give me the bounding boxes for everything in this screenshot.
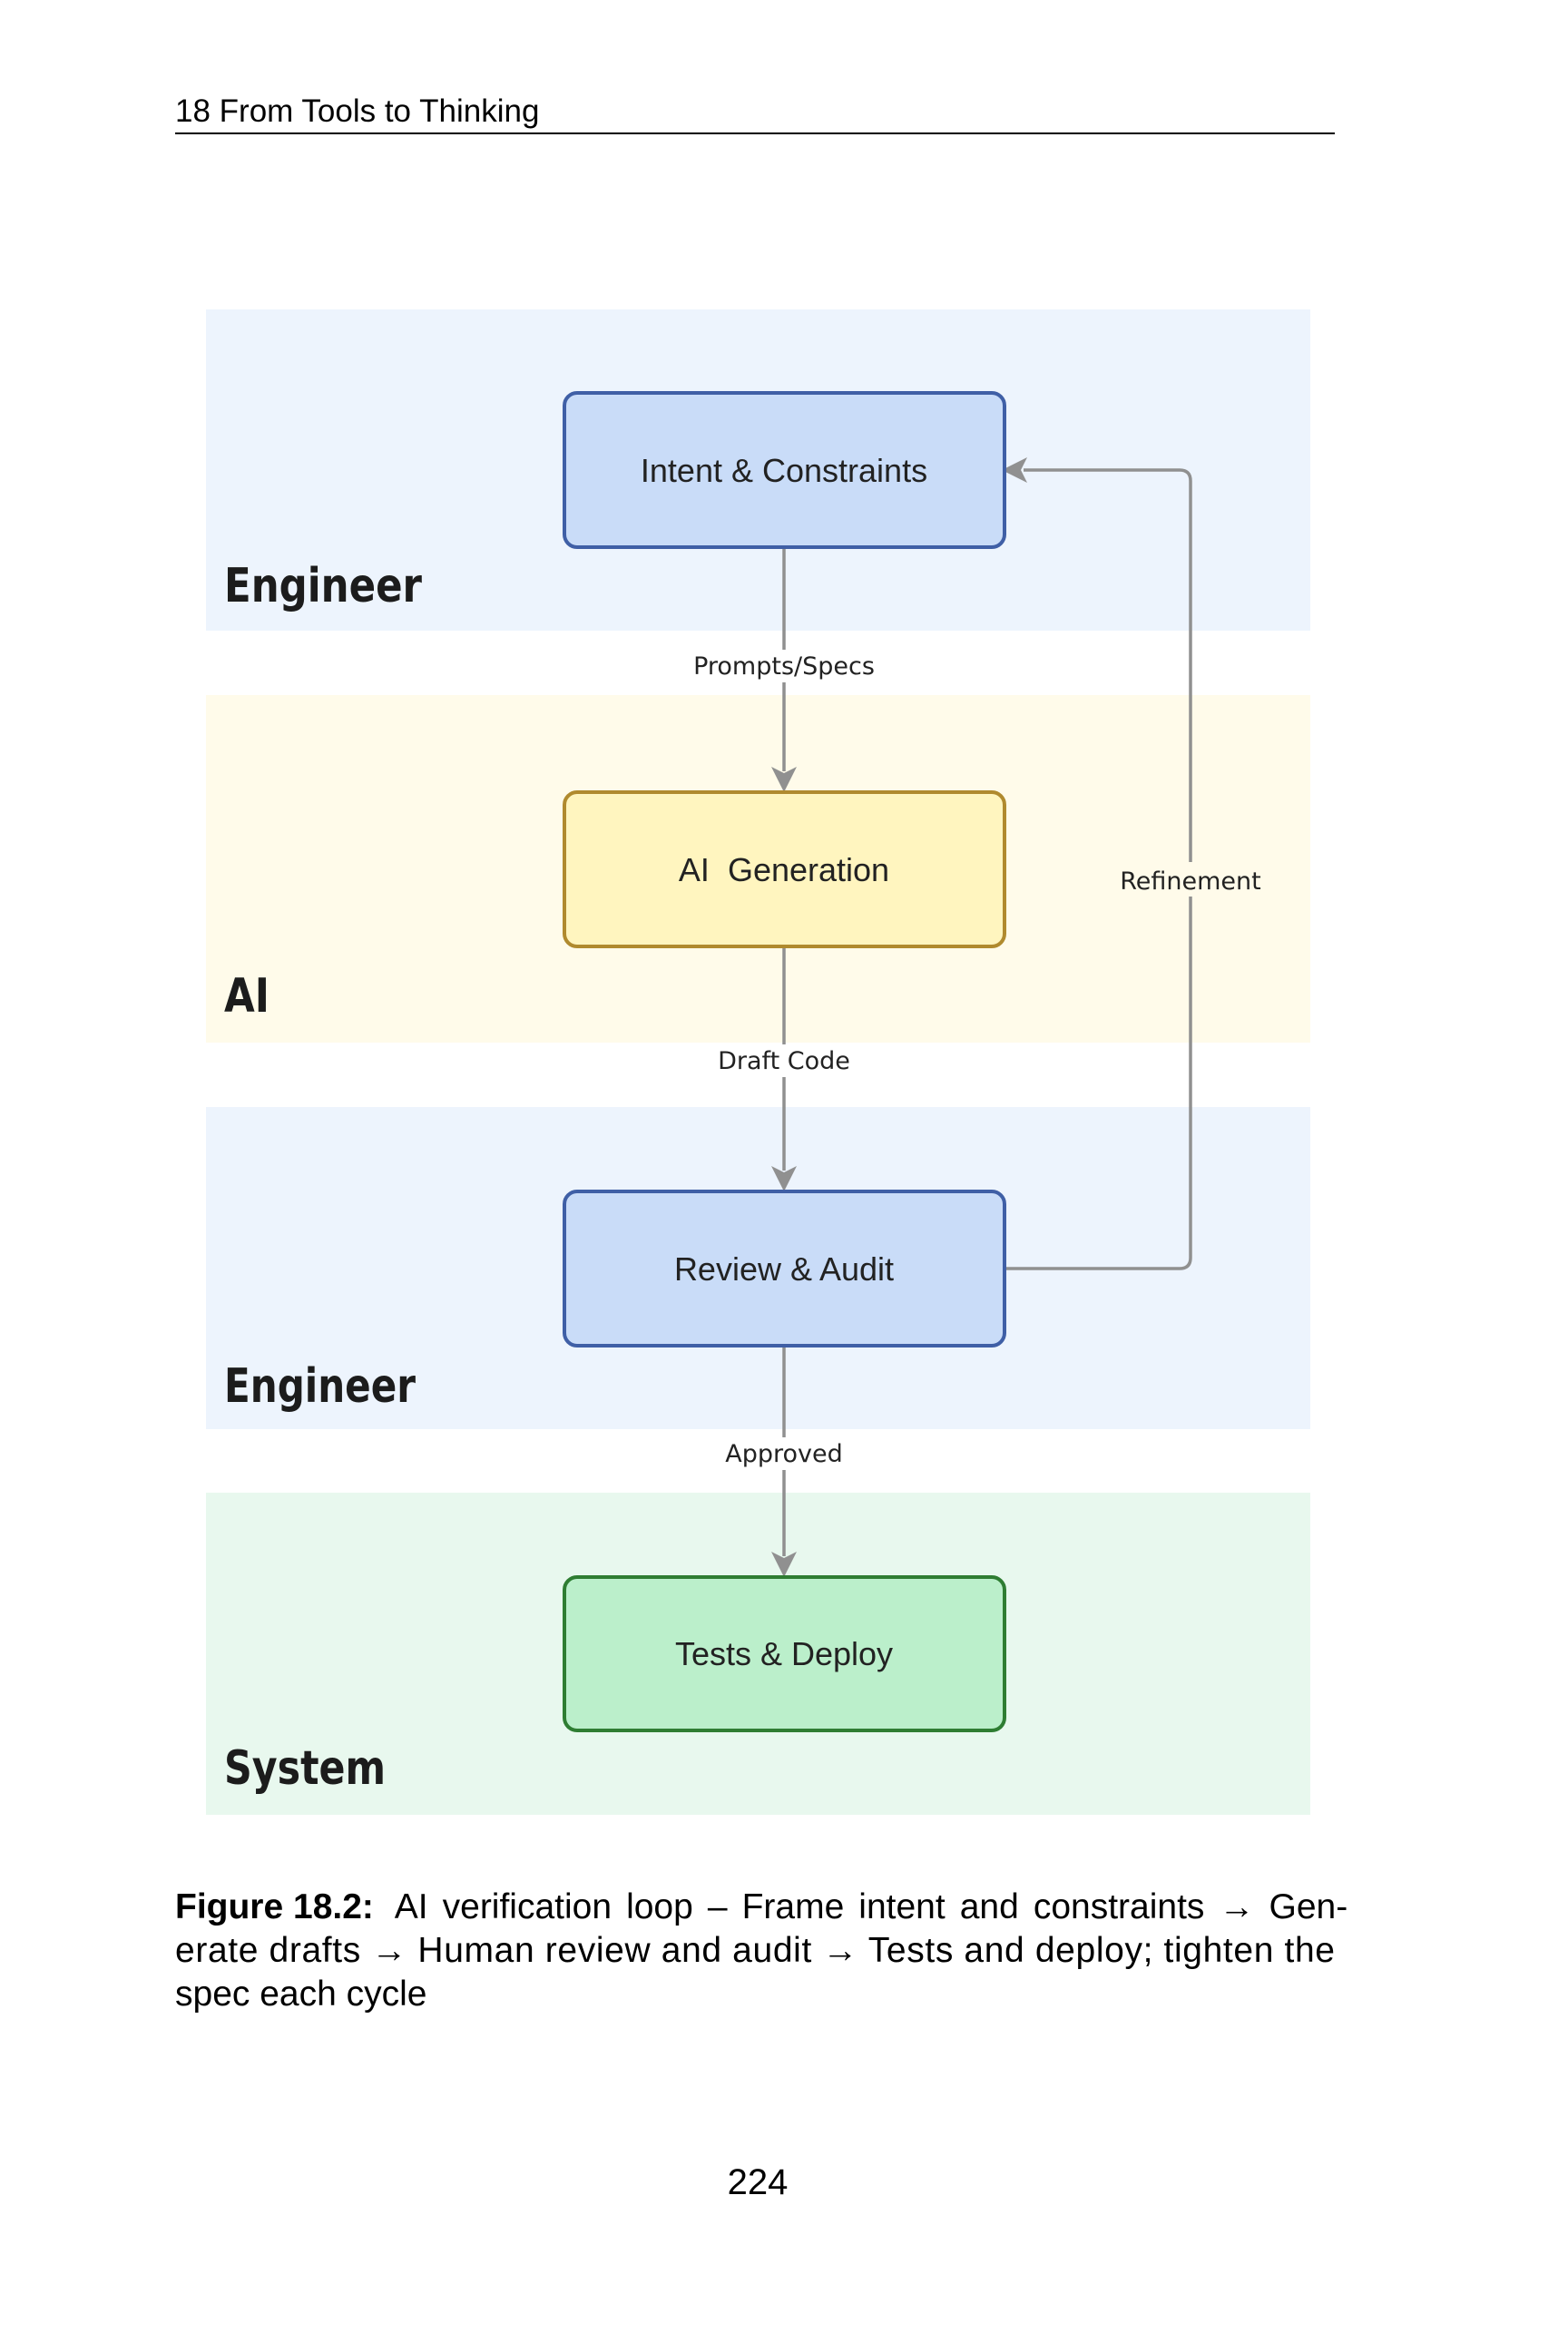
page-number: 224 xyxy=(728,2162,789,2202)
node-border xyxy=(563,1190,1006,1348)
node-tests-deploy: Tests & Deploy xyxy=(563,1575,1006,1732)
node-intent-constraints: Intent & Constraints xyxy=(563,391,1006,549)
node-border xyxy=(563,790,1006,948)
figure-caption: Figure 18.2: AI verification loop – Fram… xyxy=(175,1887,1348,2014)
lane-label-engineer: Engineer xyxy=(224,559,422,613)
edge-label-bg xyxy=(685,650,883,682)
figure-diagram: Engineer AI Engineer System Prompts/Spec… xyxy=(206,309,1310,1815)
node-border xyxy=(563,391,1006,549)
node-box xyxy=(564,1577,1004,1730)
arrowhead-down-icon xyxy=(771,767,797,792)
node-label: Review & Audit xyxy=(674,1250,894,1288)
edge-label-draft-code: Draft Code xyxy=(718,1047,850,1075)
arrowhead-down-icon xyxy=(771,1166,797,1191)
node-box xyxy=(564,393,1004,547)
lane-label-system: System xyxy=(224,1741,386,1796)
arrowhead-down-icon xyxy=(771,1552,797,1577)
node-box xyxy=(564,1191,1004,1346)
node-label: Intent & Constraints xyxy=(641,452,927,489)
edge-label-prompts-specs: Prompts/Specs xyxy=(693,652,875,681)
caption-label: Figure 18.2: xyxy=(175,1887,374,1926)
node-label: Tests & Deploy xyxy=(675,1635,893,1672)
edge-label-bg xyxy=(1114,862,1267,897)
node-label: AI Generation xyxy=(679,851,889,888)
node-review-audit: Review & Audit xyxy=(563,1190,1006,1348)
caption-line-2: erate drafts → Human review and audit → … xyxy=(175,1931,1335,1970)
edge-label-refinement: Refinement xyxy=(1120,867,1261,896)
caption-line-1: Figure 18.2: AI verification loop – Fram… xyxy=(175,1887,1348,1926)
lane-label-engineer: Engineer xyxy=(224,1359,416,1414)
caption-line-3: spec each cycle xyxy=(175,1975,426,2014)
edge-label-bg xyxy=(708,1044,860,1077)
edge-label-approved: Approved xyxy=(725,1440,843,1468)
node-ai-generation: AI Generation xyxy=(563,790,1006,948)
caption-text: AI verification loop – Frame intent and … xyxy=(395,1887,1348,1926)
header-rule xyxy=(175,132,1335,134)
lane-label-ai: AI xyxy=(224,969,270,1024)
arrowhead-left-icon xyxy=(1002,457,1027,483)
edge-label-bg xyxy=(717,1437,851,1470)
node-border xyxy=(563,1575,1006,1732)
running-header: 18 From Tools to Thinking xyxy=(175,93,539,129)
node-box xyxy=(564,792,1004,946)
